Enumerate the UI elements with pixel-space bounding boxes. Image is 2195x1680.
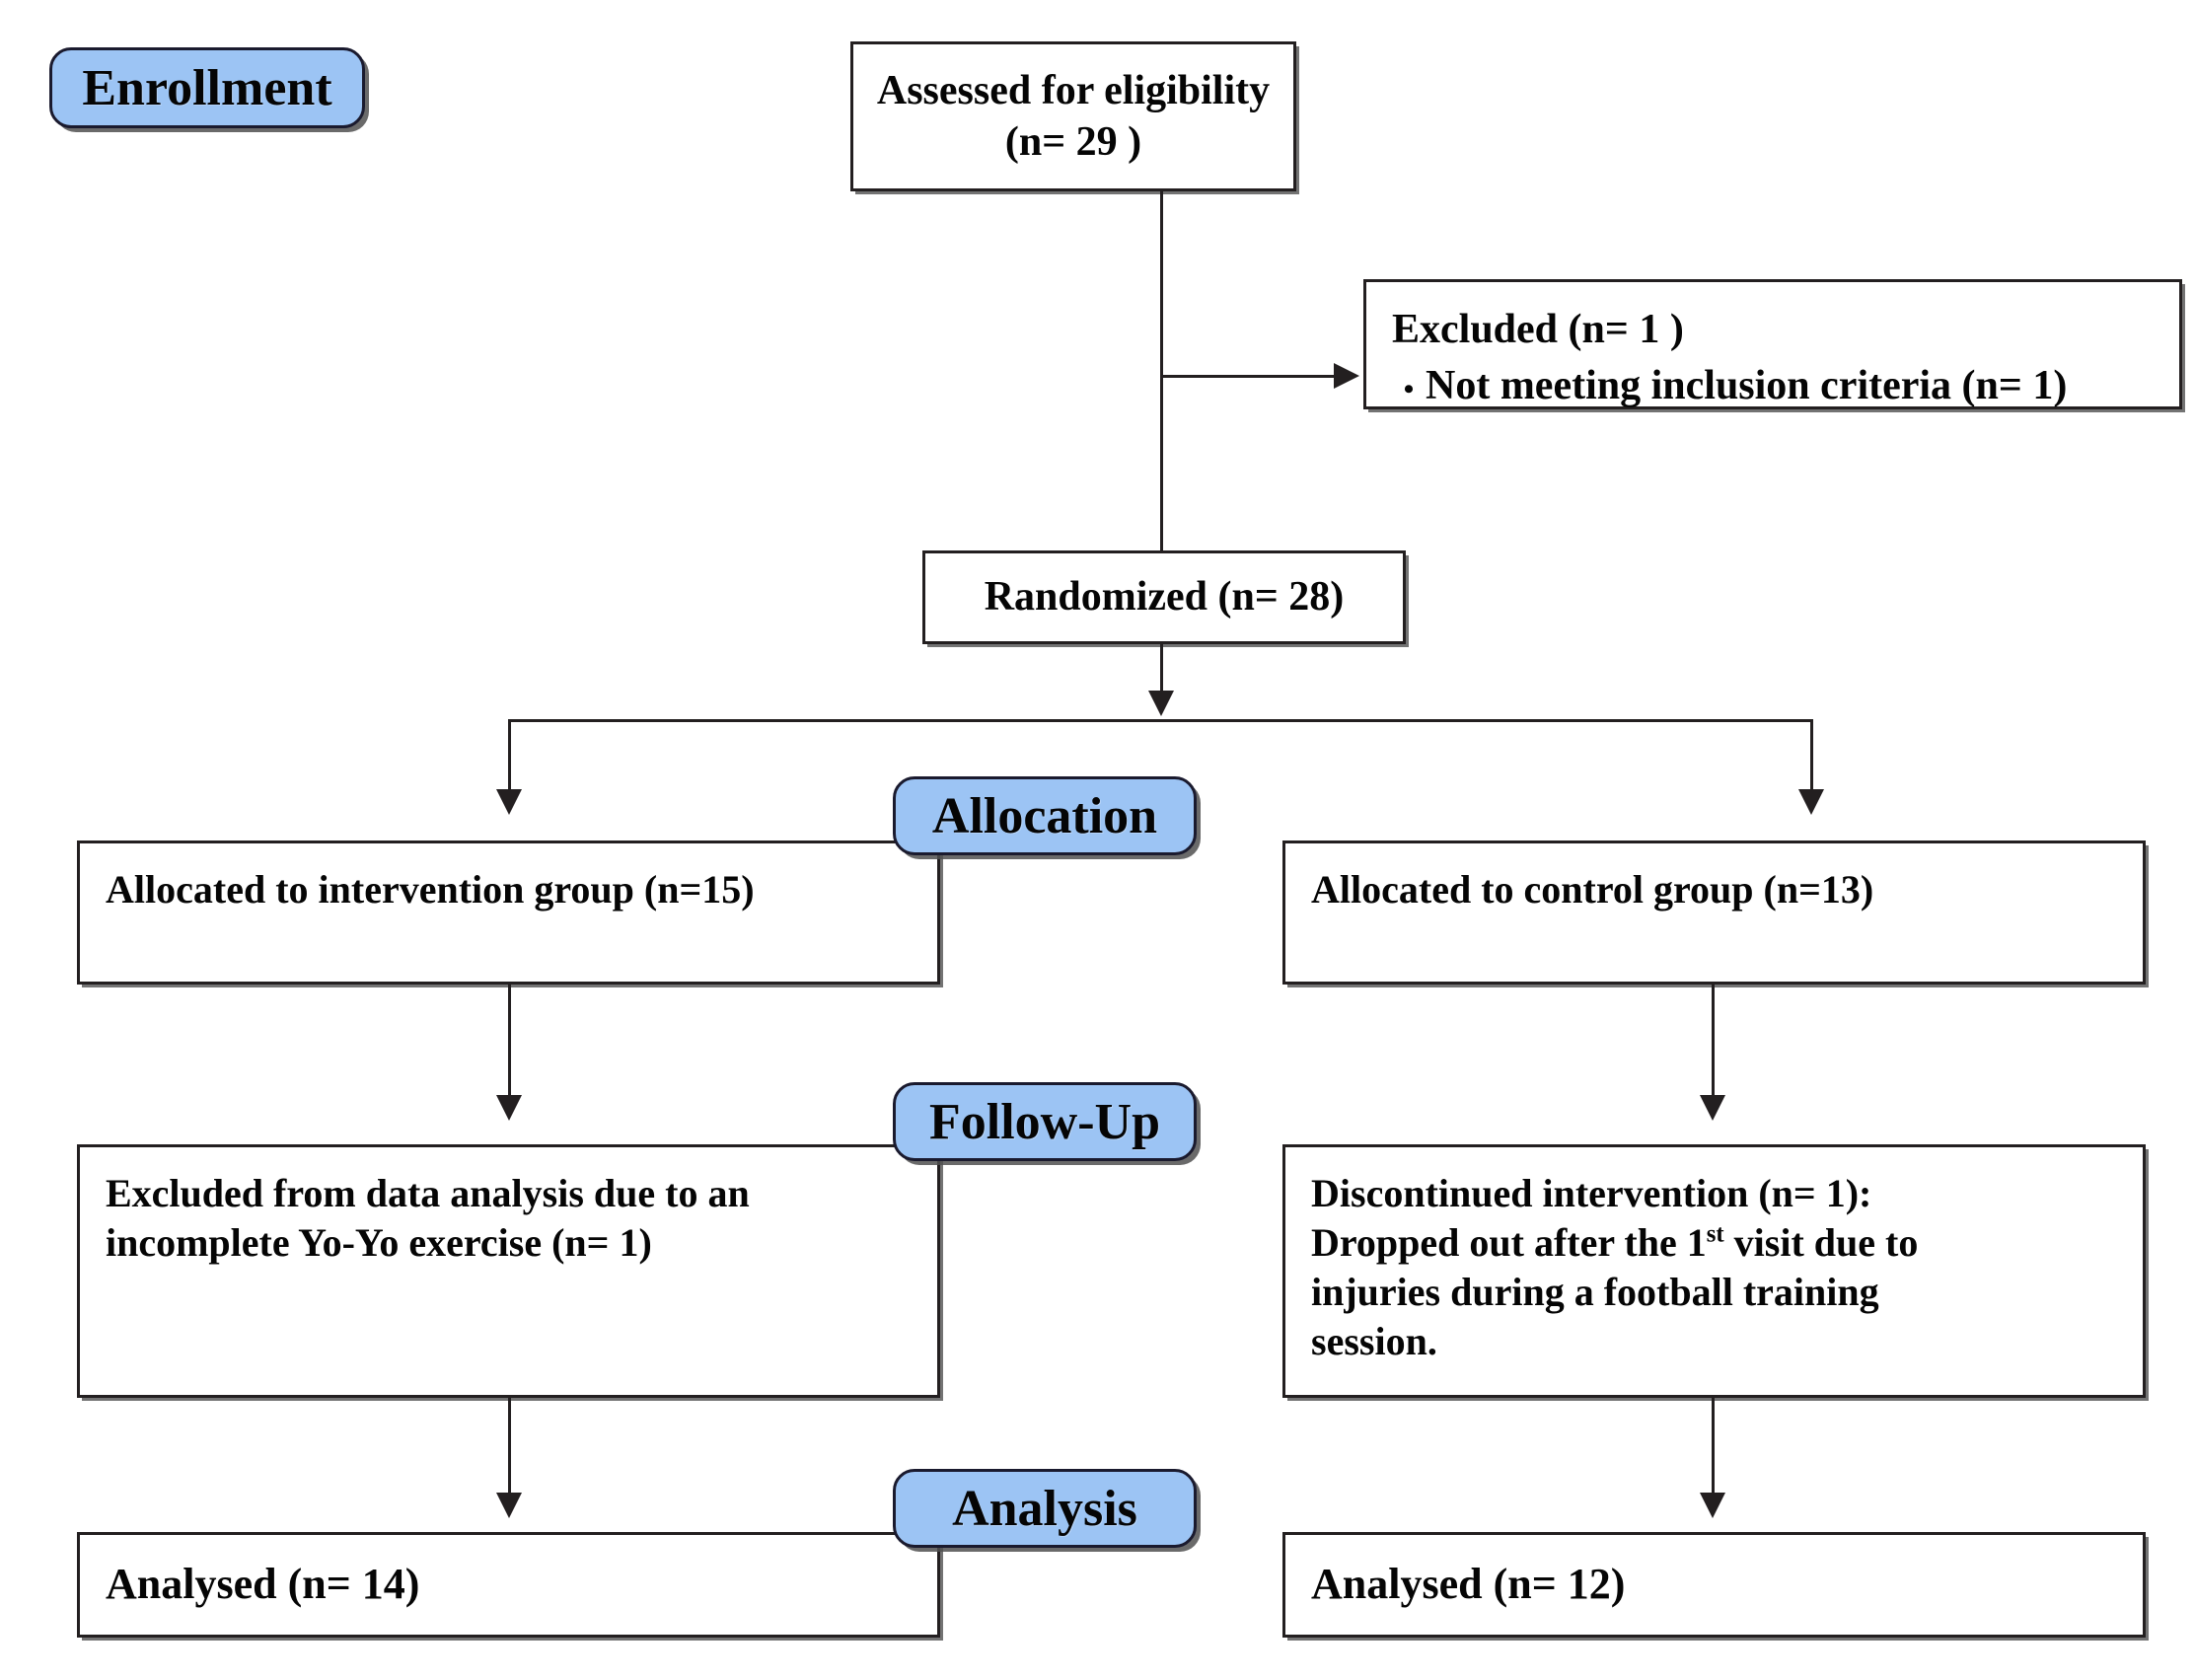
allocated-control-label: Allocated to control group (n=13) — [1311, 867, 1874, 912]
followup-control-line-2a: Dropped out after the 1 — [1311, 1220, 1707, 1265]
node-allocated-intervention: Allocated to intervention group (n=15) — [77, 840, 940, 985]
node-followup-control: Discontinued intervention (n= 1): Droppe… — [1282, 1144, 2146, 1398]
analysed-control-label: Analysed (n= 12) — [1311, 1560, 1626, 1608]
connector-split-right-drop — [1810, 719, 1813, 798]
allocated-intervention-label: Allocated to intervention group (n=15) — [106, 867, 755, 912]
stage-badge-analysis: Analysis — [893, 1469, 1197, 1548]
followup-control-line-3: injuries during a football training — [1311, 1270, 1879, 1314]
connector-split-left-drop — [508, 719, 511, 798]
node-randomized: Randomized (n= 28) — [922, 550, 1406, 644]
node-allocated-control: Allocated to control group (n=13) — [1282, 840, 2146, 985]
arrowhead-to-intervention-allocation — [496, 789, 522, 815]
excluded-bullet-row: • Not meeting inclusion criteria (n= 1) — [1392, 360, 2154, 412]
followup-control-line-1: Discontinued intervention (n= 1): — [1311, 1171, 1872, 1215]
stage-badge-allocation-label: Allocation — [931, 787, 1158, 844]
node-analysed-intervention: Analysed (n= 14) — [77, 1532, 940, 1638]
stage-badge-enrollment: Enrollment — [49, 47, 365, 128]
excluded-heading: Excluded (n= 1 ) — [1392, 307, 1684, 352]
randomized-label: Randomized (n= 28) — [984, 574, 1345, 621]
connector-allocation-split-bar — [508, 719, 1813, 722]
connector-intervention-alloc-to-followup — [508, 985, 511, 1103]
connector-randomized-stem — [1160, 644, 1163, 698]
arrowhead-control-followup — [1700, 1095, 1725, 1121]
assessed-line-1: Assessed for eligibility — [876, 67, 1271, 113]
connector-intervention-followup-to-analysis — [508, 1398, 511, 1501]
connector-eligibility-to-excluded — [1160, 375, 1338, 378]
ordinal-superscript: st — [1706, 1220, 1724, 1248]
connector-eligibility-to-randomized — [1160, 191, 1163, 550]
stage-badge-allocation: Allocation — [893, 776, 1197, 855]
connector-control-alloc-to-followup — [1712, 985, 1715, 1103]
connector-control-followup-to-analysis — [1712, 1398, 1715, 1501]
stage-badge-follow-up-label: Follow-Up — [929, 1093, 1160, 1150]
assessed-line-2: (n= 29 ) — [1004, 119, 1142, 165]
node-assessed-for-eligibility: Assessed for eligibility (n= 29 ) — [850, 41, 1296, 191]
followup-intervention-line-2: incomplete Yo-Yo exercise (n= 1) — [106, 1220, 652, 1265]
arrowhead-control-analysis — [1700, 1493, 1725, 1518]
followup-control-line-4: session. — [1311, 1319, 1437, 1363]
node-excluded: Excluded (n= 1 ) • Not meeting inclusion… — [1363, 279, 2182, 409]
excluded-bullet-1: Not meeting inclusion criteria (n= 1) — [1426, 362, 2068, 408]
followup-control-line-2: Dropped out after the 1st visit due to — [1311, 1218, 2117, 1268]
analysed-intervention-label: Analysed (n= 14) — [106, 1560, 420, 1608]
arrowhead-to-control-allocation — [1798, 789, 1824, 815]
node-followup-intervention: Excluded from data analysis due to an in… — [77, 1144, 940, 1398]
stage-badge-follow-up: Follow-Up — [893, 1082, 1197, 1161]
followup-control-line-2b: visit due to — [1723, 1220, 1919, 1265]
arrowhead-to-excluded — [1334, 363, 1359, 389]
node-analysed-control: Analysed (n= 12) — [1282, 1532, 2146, 1638]
followup-intervention-line-1: Excluded from data analysis due to an — [106, 1171, 750, 1215]
arrowhead-intervention-followup — [496, 1095, 522, 1121]
stage-badge-enrollment-label: Enrollment — [82, 59, 332, 116]
arrowhead-intervention-analysis — [496, 1493, 522, 1518]
bullet-icon: • — [1403, 372, 1415, 405]
stage-badge-analysis-label: Analysis — [952, 1480, 1137, 1537]
arrowhead-randomized-split — [1148, 691, 1174, 716]
